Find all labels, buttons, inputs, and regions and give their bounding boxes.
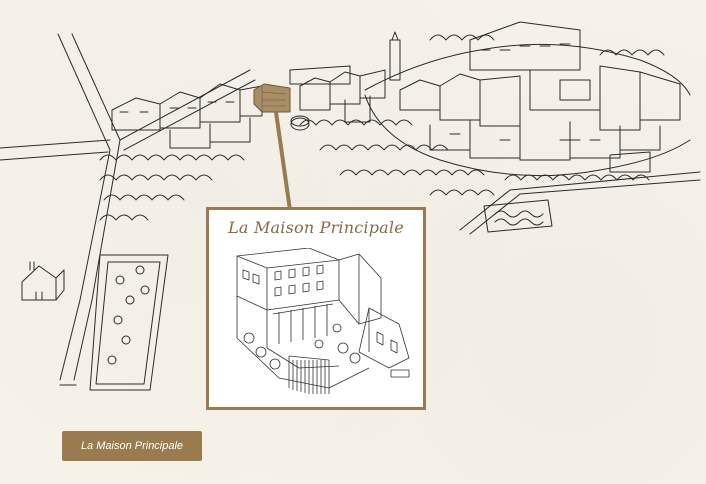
popup-title: La Maison Principale — [228, 218, 404, 237]
building-popup: La Maison Principale — [206, 207, 426, 410]
highlighted-building[interactable] — [253, 83, 291, 113]
road-horizontal-2 — [0, 151, 109, 161]
chapel — [21, 265, 57, 301]
garden-plot — [89, 254, 169, 391]
road-upper — [119, 69, 251, 141]
road-left-edge — [57, 33, 111, 381]
location-pointer-line — [274, 111, 292, 211]
road-upper-2 — [123, 79, 256, 151]
road-horizontal — [0, 139, 111, 149]
maze-garden — [483, 199, 553, 233]
road-left-edge-2 — [71, 33, 121, 381]
building-illustration — [236, 248, 410, 394]
maison-principale-button[interactable]: La Maison Principale — [62, 431, 202, 461]
church-tower — [389, 39, 401, 81]
